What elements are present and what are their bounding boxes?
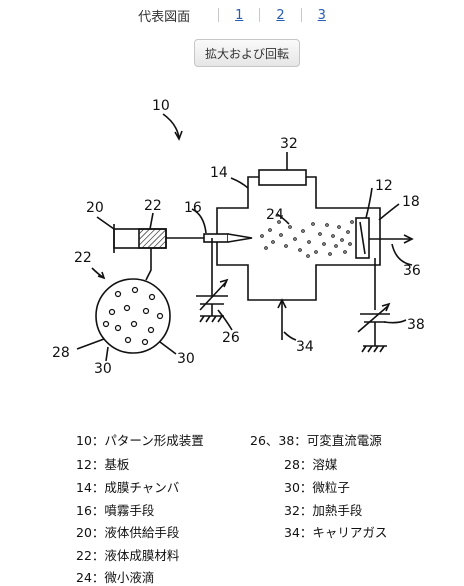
legend-item: 24：微小液滴 xyxy=(76,570,155,585)
nav-divider xyxy=(259,8,261,22)
particles xyxy=(102,286,164,346)
page-link-3[interactable]: 3 xyxy=(317,7,326,23)
ref-36: 36 xyxy=(403,263,421,279)
page-link-1[interactable]: 1 xyxy=(235,7,244,23)
nav-divider xyxy=(218,8,220,22)
spray-nozzle xyxy=(203,233,229,243)
droplet-cloud xyxy=(260,220,354,258)
legend-item: 28：溶媒 xyxy=(284,457,338,472)
liquid-material-circle xyxy=(95,278,171,354)
legend-item: 26、38：可変直流電源 xyxy=(250,433,382,448)
zoom-rotate-button[interactable]: 拡大および回転 xyxy=(194,39,300,67)
ref-38: 38 xyxy=(407,317,425,333)
ref-26: 26 xyxy=(222,330,240,346)
legend-item: 20：液体供給手段 xyxy=(76,525,180,540)
ref-14: 14 xyxy=(210,165,228,181)
ref-22: 22 xyxy=(144,198,162,214)
legend-item: 12：基板 xyxy=(76,457,130,472)
heating-means xyxy=(258,169,307,186)
chamber-outline xyxy=(216,176,381,301)
legend-item: 16：噴霧手段 xyxy=(76,503,155,518)
legend-item: 10：パターン形成装置 xyxy=(76,433,204,448)
legend-item: 22：液体成膜材料 xyxy=(76,548,180,563)
page-link-2[interactable]: 2 xyxy=(276,7,285,23)
ref-12: 12 xyxy=(375,178,393,194)
ref-28: 28 xyxy=(52,345,70,361)
legend-item: 32：加熱手段 xyxy=(284,503,363,518)
ref-32: 32 xyxy=(280,136,298,152)
ref-24: 24 xyxy=(266,207,284,223)
ref-10: 10 xyxy=(152,98,170,114)
nav-divider xyxy=(300,8,302,22)
ref-20: 20 xyxy=(86,200,104,216)
ref-30-left: 30 xyxy=(94,361,112,377)
ref-30-right: 30 xyxy=(177,351,195,367)
ref-22-lower: 22 xyxy=(74,250,92,266)
legend-item: 34：キャリアガス xyxy=(284,525,388,540)
ref-18: 18 xyxy=(402,194,420,210)
legend-item: 14：成膜チャンバ xyxy=(76,480,180,495)
figure-nav: 代表図面 1 2 3 xyxy=(0,4,464,26)
nav-title: 代表図面 xyxy=(138,9,191,25)
patent-drawing: 10 32 14 12 20 22 16 24 18 22 36 38 26 2… xyxy=(52,98,425,377)
legend-item: 30：微粒子 xyxy=(284,480,350,495)
ref-16: 16 xyxy=(184,200,202,216)
ref-34: 34 xyxy=(296,339,314,355)
